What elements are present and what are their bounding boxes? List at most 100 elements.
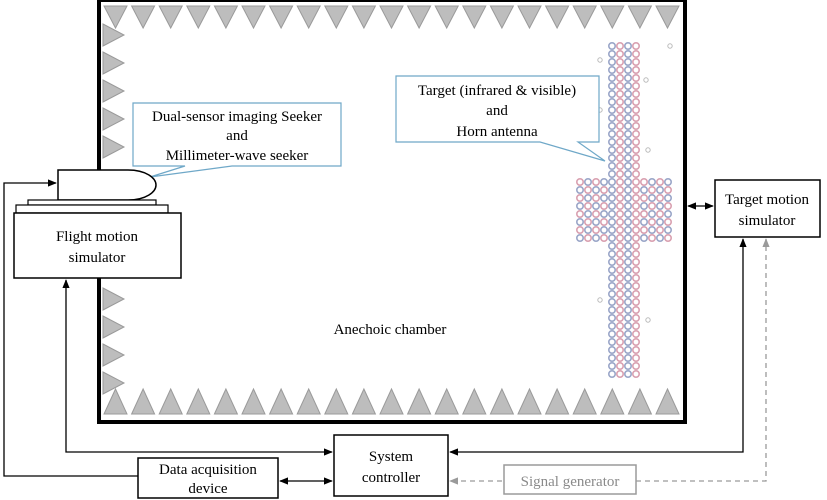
target-element [643, 77, 649, 83]
target-element [623, 273, 632, 282]
absorber-cones-top [103, 5, 680, 30]
target-element [623, 321, 632, 330]
absorber-cone [599, 5, 625, 30]
target-element [615, 114, 624, 123]
absorber-cone [434, 5, 460, 30]
absorber-cone [130, 5, 156, 30]
target-element [631, 178, 640, 187]
absorber-cone [544, 387, 570, 415]
target-element [607, 90, 616, 99]
target-element [615, 74, 624, 83]
absorber-cone [572, 5, 598, 30]
target-element [631, 106, 640, 115]
target-element [591, 226, 600, 235]
target-element [631, 281, 640, 290]
seeker-label-line2: and [226, 128, 248, 144]
target-element [623, 74, 632, 83]
target-element [607, 170, 616, 179]
target-element [615, 146, 624, 155]
target-element [615, 162, 624, 171]
target-element [655, 234, 664, 243]
target-element [631, 234, 640, 243]
gimbal-plate-top [27, 199, 157, 206]
target-element [615, 49, 624, 58]
absorber-cone [489, 5, 515, 30]
target-element [575, 218, 584, 227]
target-element [655, 218, 664, 227]
absorber-cones-bottom [103, 387, 680, 415]
target-element [607, 57, 616, 66]
target-element [615, 234, 624, 243]
target-element [583, 226, 592, 235]
target-element [647, 226, 656, 235]
target-element [575, 186, 584, 195]
target-element [607, 329, 616, 338]
signal-generator-label: Signal generator [521, 474, 620, 490]
target-element [615, 265, 624, 274]
absorber-cone [324, 387, 349, 415]
target-motion-simulator-box [714, 179, 821, 238]
target-element [631, 57, 640, 66]
target-element [663, 178, 672, 187]
target-element [655, 178, 664, 187]
absorber-cone [462, 387, 487, 415]
connector-fms-system-controller [62, 279, 333, 456]
target-element [631, 273, 640, 282]
target-element [607, 337, 616, 346]
connector-signal-generator-tms [636, 238, 770, 482]
system-controller-label-line2: controller [362, 470, 420, 486]
target-element [615, 57, 624, 66]
target-element [615, 297, 624, 306]
absorber-cone [213, 5, 239, 30]
target-element [607, 154, 616, 163]
target-element [623, 265, 632, 274]
absorber-cone [655, 5, 680, 30]
seeker-callout: Dual-sensor imaging Seeker and Millimete… [132, 102, 342, 178]
target-element [639, 194, 648, 203]
absorber-cone [434, 387, 459, 415]
target-element [623, 90, 632, 99]
target-element [647, 186, 656, 195]
absorber-cone [461, 5, 487, 30]
absorber-cone [102, 135, 126, 159]
absorber-cone [130, 387, 156, 415]
target-element [639, 218, 648, 227]
target-element [623, 305, 632, 314]
target-element [599, 194, 608, 203]
target-element [615, 321, 624, 330]
absorber-cone [213, 387, 239, 415]
target-element [623, 345, 632, 354]
target-element [631, 82, 640, 91]
target-element [623, 170, 632, 179]
target-element [597, 297, 603, 303]
target-element [655, 186, 664, 195]
target-element [599, 234, 608, 243]
target-element [623, 281, 632, 290]
target-element [623, 210, 632, 219]
absorber-cone [102, 79, 126, 103]
absorber-cone [102, 315, 126, 339]
target-element [631, 313, 640, 322]
target-element [591, 234, 600, 243]
target-element [607, 345, 616, 354]
absorber-cone [627, 387, 653, 415]
target-element [597, 57, 603, 63]
target-element [615, 257, 624, 266]
target-element [631, 361, 640, 370]
target-element [623, 138, 632, 147]
target-element [623, 106, 632, 115]
target-element [655, 226, 664, 235]
target-element [623, 154, 632, 163]
absorber-cones-left-lower [102, 287, 126, 395]
target-element [591, 186, 600, 195]
target-element [623, 178, 632, 187]
target-element [607, 281, 616, 290]
seeker-label-line1: Dual-sensor imaging Seeker [152, 109, 322, 125]
target-element [631, 265, 640, 274]
target-element [655, 202, 664, 211]
target-element [623, 289, 632, 298]
target-element [639, 226, 648, 235]
target-element [647, 194, 656, 203]
absorber-cone [544, 5, 570, 30]
target-element [599, 218, 608, 227]
